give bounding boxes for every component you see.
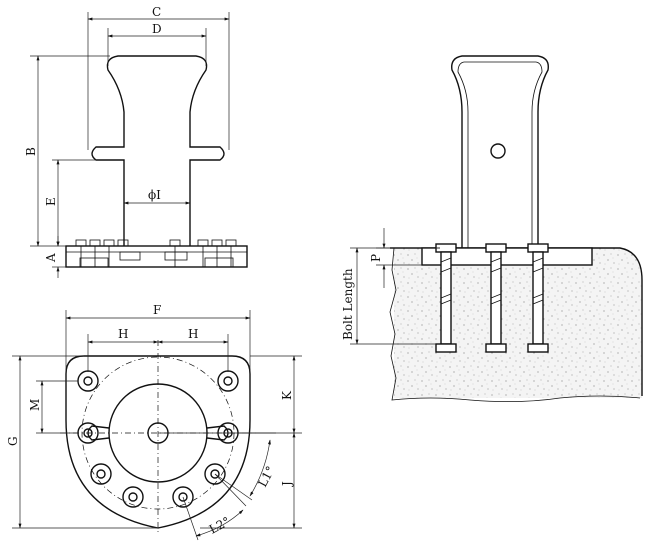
dim-label-D: D <box>152 22 162 36</box>
dim-label-C: C <box>152 5 161 19</box>
dim-label-H-left: H <box>118 327 128 341</box>
base-plate <box>65 245 248 268</box>
dim-label-M: M <box>28 399 42 411</box>
angle-label-L2: L2° <box>207 514 233 537</box>
bollard-outline <box>91 55 225 246</box>
dim-label-bolt-length: Bolt Length <box>341 268 355 340</box>
dim-label-phi-I: ϕI <box>148 188 161 202</box>
dim-label-G: G <box>6 436 20 446</box>
dim-label-P: P <box>369 254 383 262</box>
dim-label-A: A <box>44 253 58 263</box>
dim-label-K: K <box>280 390 294 400</box>
dim-label-H-right: H <box>188 327 198 341</box>
dim-label-F: F <box>153 303 161 317</box>
bollard-post-side <box>451 55 549 248</box>
plan-view: F H H G M K J L1° L2° <box>6 303 302 541</box>
installation-section-view: P Bolt Length <box>341 55 643 402</box>
post-hole <box>490 143 506 159</box>
angle-label-L1: L1° <box>255 464 278 490</box>
dim-label-E: E <box>44 197 58 206</box>
base-bolts <box>75 239 237 268</box>
dim-label-B: B <box>24 147 38 156</box>
anchor-bolts <box>435 243 549 353</box>
dim-label-J: J <box>280 481 294 488</box>
installed-base-plate <box>421 247 593 266</box>
front-elevation-view: C D B E A ϕI <box>24 5 248 278</box>
concrete-foundation <box>394 248 642 398</box>
